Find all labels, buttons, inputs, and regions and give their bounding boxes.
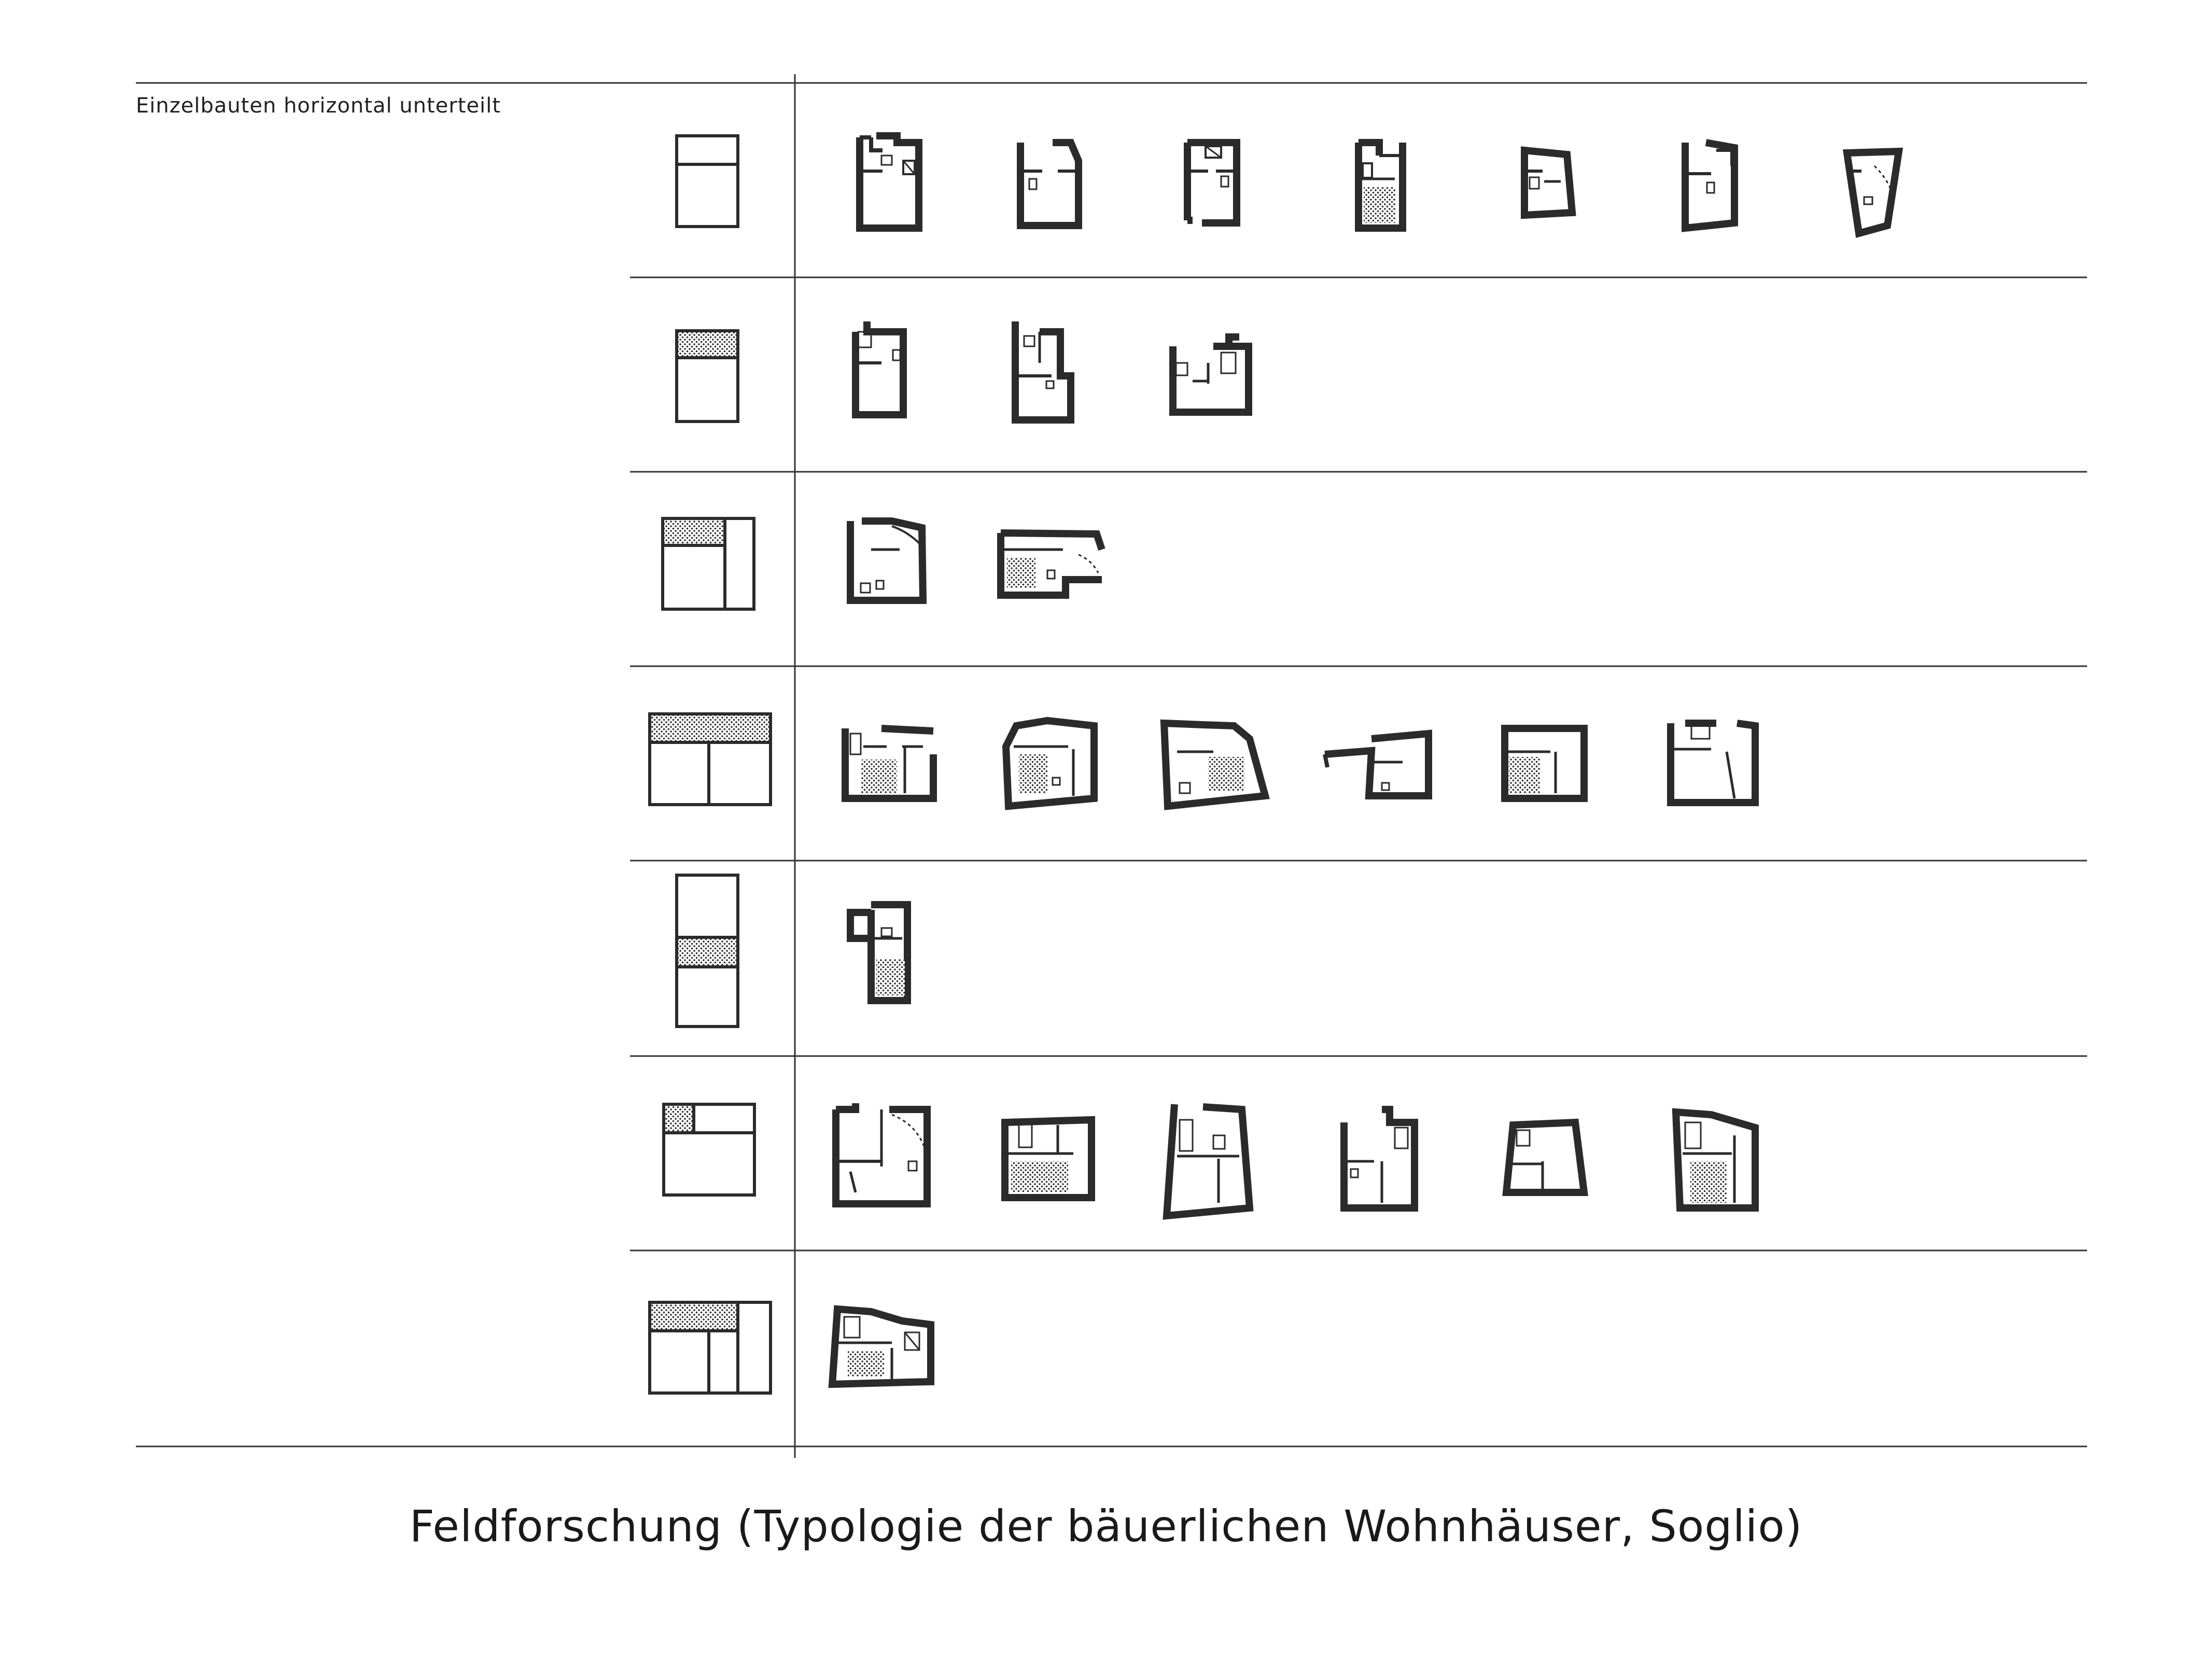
type-diagram-hatched-corner-cell [662, 1103, 756, 1197]
floor-plan [1323, 729, 1432, 799]
section-label: Einzelbauten horizontal unterteilt [136, 94, 501, 118]
type-diagram-three-stacked-middle-hatched [675, 874, 739, 1028]
floor-plan [1002, 716, 1098, 810]
floor-plans [828, 132, 1903, 1388]
figure-caption: Feldforschung (Typologie der bäuerlichen… [409, 1501, 1803, 1552]
type-diagrams [648, 134, 772, 1395]
floor-plan [1169, 333, 1252, 416]
floor-plan [1842, 147, 1903, 238]
floor-plan [1667, 720, 1759, 806]
floor-plan [847, 901, 911, 1004]
floor-plan [1184, 139, 1240, 227]
floor-plan [842, 725, 937, 802]
floor-plan [828, 1305, 934, 1388]
floor-plan [1017, 139, 1082, 229]
floor-plan [1355, 139, 1406, 232]
floor-plan [1012, 321, 1074, 424]
floor-plan [1501, 725, 1588, 802]
floor-plan [1502, 1118, 1588, 1196]
floor-plan [856, 132, 922, 232]
floor-plan [1160, 719, 1270, 810]
type-diagram-hatched-top-band-two-lower [648, 712, 772, 806]
floor-plan [847, 517, 927, 604]
type-diagram-hatched-cell-with-side-strip [661, 517, 755, 611]
floor-plan [997, 529, 1105, 599]
floor-plan [1163, 1103, 1254, 1220]
type-diagram-two-stacked [675, 134, 739, 228]
floor-plan [832, 1103, 931, 1207]
floor-plan [1521, 146, 1576, 219]
floor-plan [852, 321, 907, 418]
floor-plan [1001, 1116, 1095, 1201]
floor-plan [1682, 139, 1738, 232]
floor-plan [1672, 1108, 1759, 1212]
floor-plan [1340, 1106, 1418, 1212]
type-diagram-hatched-top-band-three-lower [648, 1301, 772, 1395]
type-diagram-two-stacked-top-hatched [675, 329, 739, 423]
table-grid [136, 74, 2087, 1458]
